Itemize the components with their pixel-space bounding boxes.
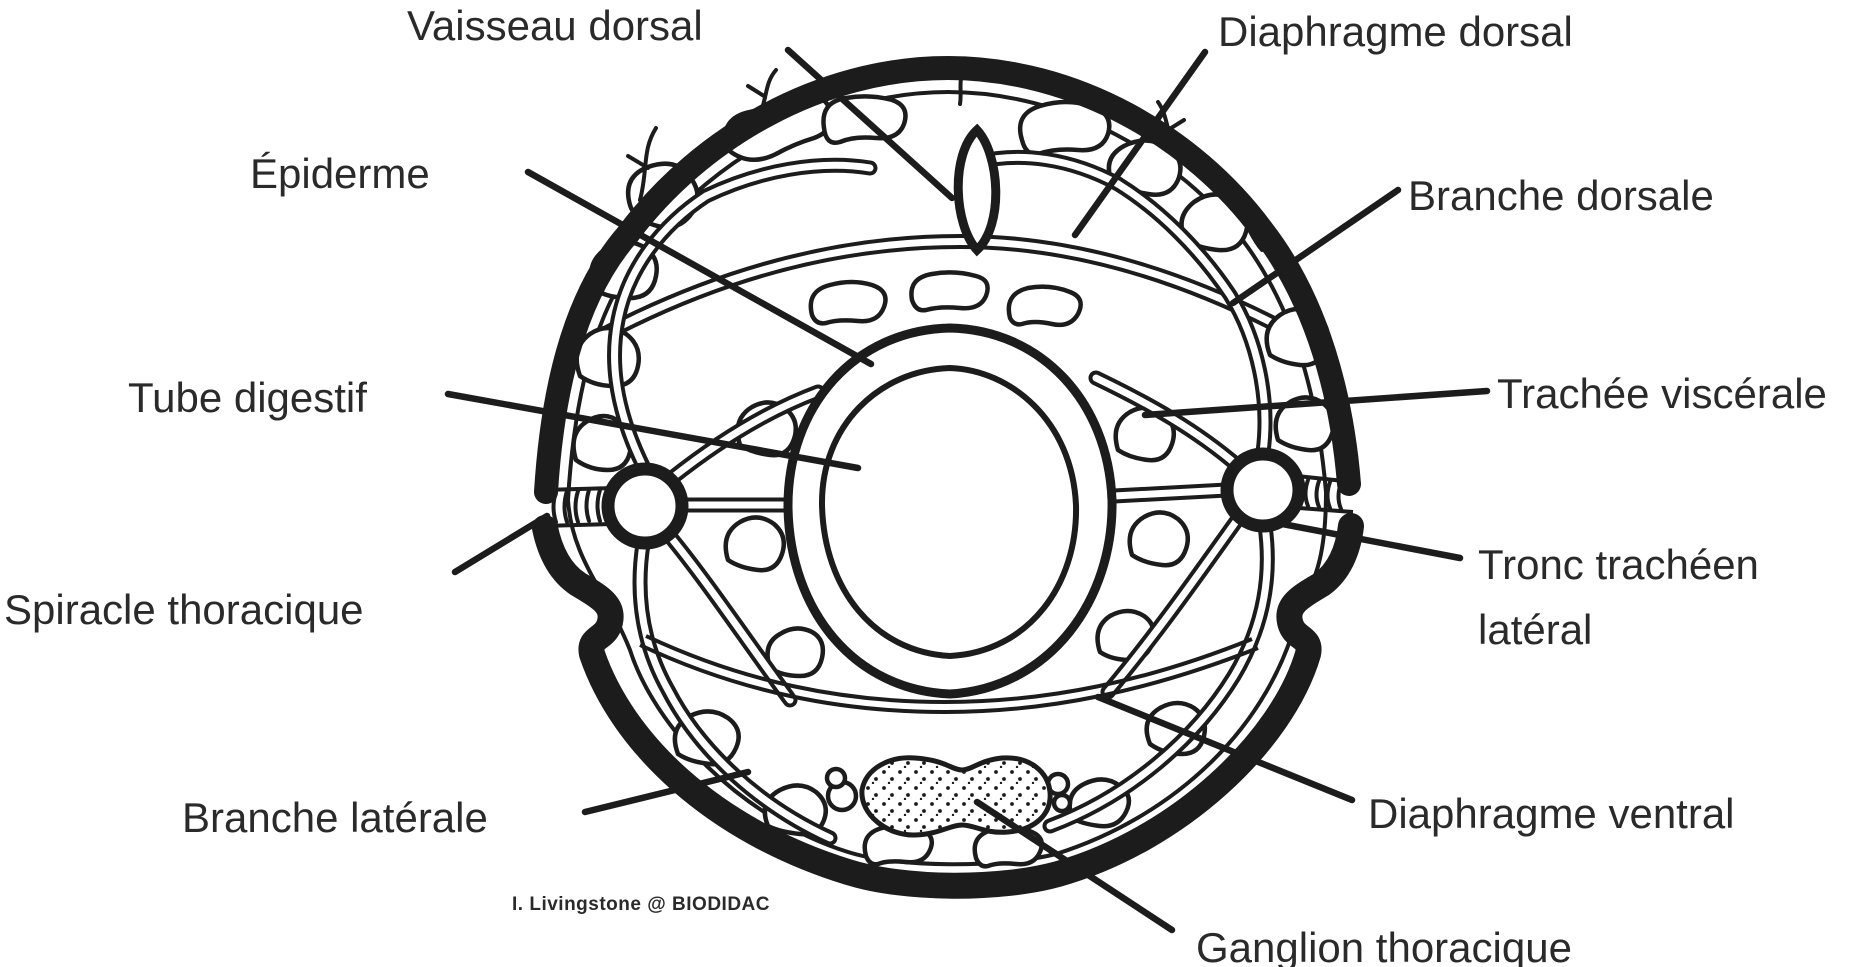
leader-ganglion-thoracique xyxy=(973,798,1176,934)
digestive-tube-shape xyxy=(783,323,1117,699)
leader-epiderme xyxy=(524,168,875,368)
credit-text: I. Livingstone @ BIODIDAC xyxy=(512,894,770,915)
label-branche-laterale: Branche latérale xyxy=(182,794,488,841)
leader-lines xyxy=(444,46,1491,934)
label-spiracle-thoracique: Spiracle thoracique xyxy=(4,586,364,633)
label-branche-dorsale: Branche dorsale xyxy=(1408,172,1714,219)
cuticle-dome xyxy=(534,55,1361,504)
leader-tube-digestif xyxy=(444,390,862,472)
dorsal-vessel-shape xyxy=(953,123,1001,257)
leader-trachee-viscerale xyxy=(1141,387,1491,419)
leader-branche-dorsale xyxy=(1229,186,1402,307)
leader-tronc-tracheen xyxy=(1268,518,1464,562)
label-diaphragme-ventral: Diaphragme ventral xyxy=(1368,790,1735,837)
label-trachee-viscerale: Trachée viscérale xyxy=(1497,370,1827,417)
label-diaphragme-dorsal: Diaphragme dorsal xyxy=(1218,8,1573,55)
cuticle-ventral xyxy=(532,513,1364,899)
label-epiderme: Épiderme xyxy=(250,150,430,197)
label-tube-digestif: Tube digestif xyxy=(128,374,367,421)
left-lateral-trunk-shape xyxy=(601,462,689,550)
leader-vaisseau-dorsal xyxy=(784,46,956,202)
cuticle-wall xyxy=(532,55,1364,899)
left-spiracle-shape xyxy=(542,486,615,528)
leader-diaphragme-ventral xyxy=(1094,693,1356,804)
right-spiracle-shape xyxy=(1296,474,1354,514)
ventral-diaphragm-shape xyxy=(639,634,1259,715)
leader-spiracle-thoracique xyxy=(451,512,551,576)
leader-branche-laterale xyxy=(581,768,752,816)
label-ganglion-thoracique: Ganglion thoracique xyxy=(1196,924,1572,967)
right-lateral-trunk-shape xyxy=(1220,447,1306,533)
label-tronc-tracheen-lateral: Tronc trachéen latéral xyxy=(1478,541,1759,654)
leader-diaphragme-dorsal xyxy=(1071,48,1209,239)
label-vaisseau-dorsal: Vaisseau dorsal xyxy=(407,2,703,49)
